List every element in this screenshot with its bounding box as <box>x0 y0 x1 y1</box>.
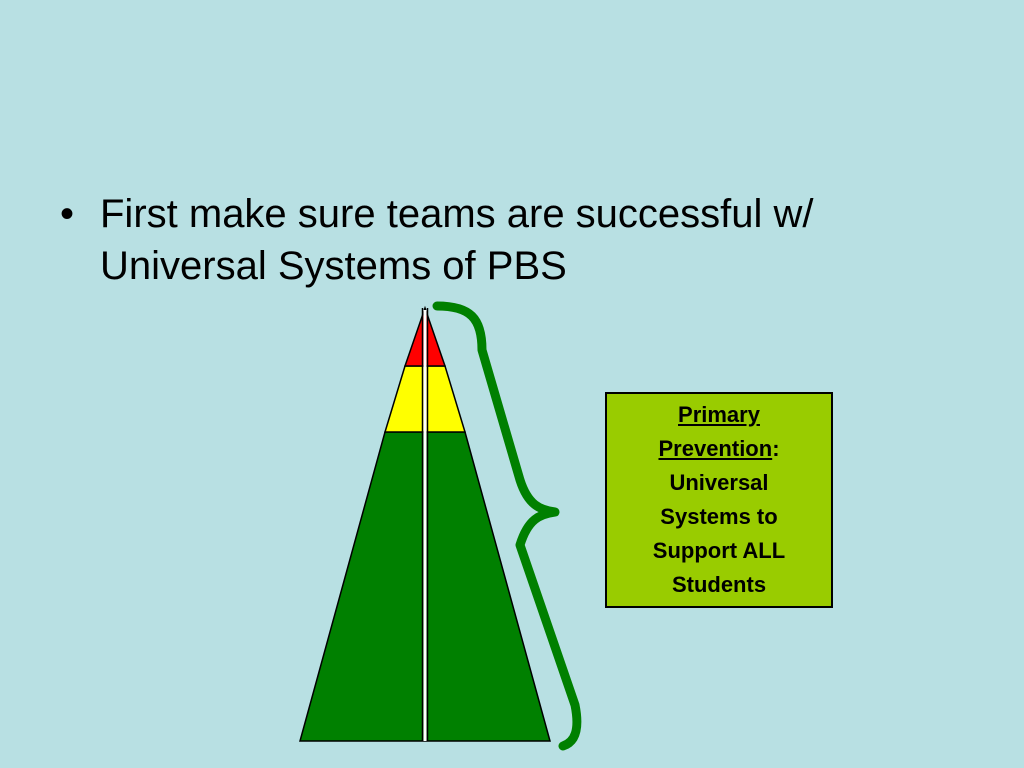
bullet-marker: • <box>60 192 75 236</box>
bullet-text: First make sure teams are successful w/ … <box>100 188 960 292</box>
box-line-prevention: Prevention: <box>658 432 779 466</box>
primary-prevention-box: Primary Prevention: Universal Systems to… <box>605 392 833 608</box>
box-line-students: Students <box>671 572 767 597</box>
box-line-universal: Universal <box>669 470 769 495</box>
bullet-line-1: First make sure teams are successful w/ <box>100 192 814 236</box>
box-prevention-word: Prevention <box>658 436 773 461</box>
box-line-support: Support ALL <box>652 538 786 563</box>
curly-brace <box>432 301 582 751</box>
box-line-primary: Primary <box>678 402 760 427</box>
bullet-line-2: Universal Systems of PBS <box>100 244 567 288</box>
box-colon: : <box>772 436 780 461</box>
box-line-systems: Systems to <box>660 504 778 529</box>
